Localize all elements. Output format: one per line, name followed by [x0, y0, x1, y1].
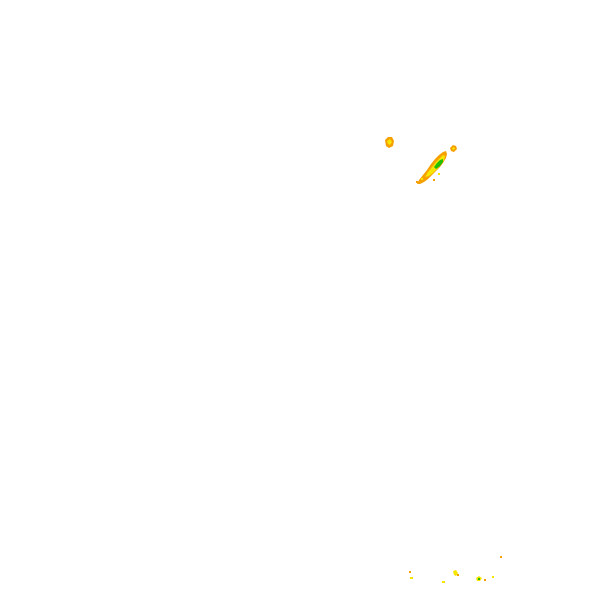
precip-cell-green: [434, 159, 443, 169]
precip-speckle: [457, 574, 459, 576]
precipitation-cluster-main: [416, 151, 447, 184]
precip-speckle: [492, 576, 494, 578]
precip-cell-yellow: [453, 570, 458, 576]
precip-speckle: [484, 579, 486, 581]
precip-speckle: [409, 571, 411, 573]
precip-cell-yellow: [452, 147, 455, 150]
precip-speckle: [410, 577, 413, 579]
precip-speckle: [421, 178, 423, 180]
precip-speckle: [442, 581, 445, 583]
precipitation-cell-west: [385, 137, 394, 148]
precipitation-cell-east: [450, 145, 457, 152]
precip-speckle: [433, 179, 435, 181]
precip-speckle: [500, 556, 502, 558]
precip-speckle: [438, 173, 440, 175]
precip-speckle: [478, 578, 480, 580]
precip-speckle: [416, 181, 418, 183]
precip-cell-yellow: [387, 139, 392, 145]
precipitation-scatter-south: [409, 556, 502, 583]
